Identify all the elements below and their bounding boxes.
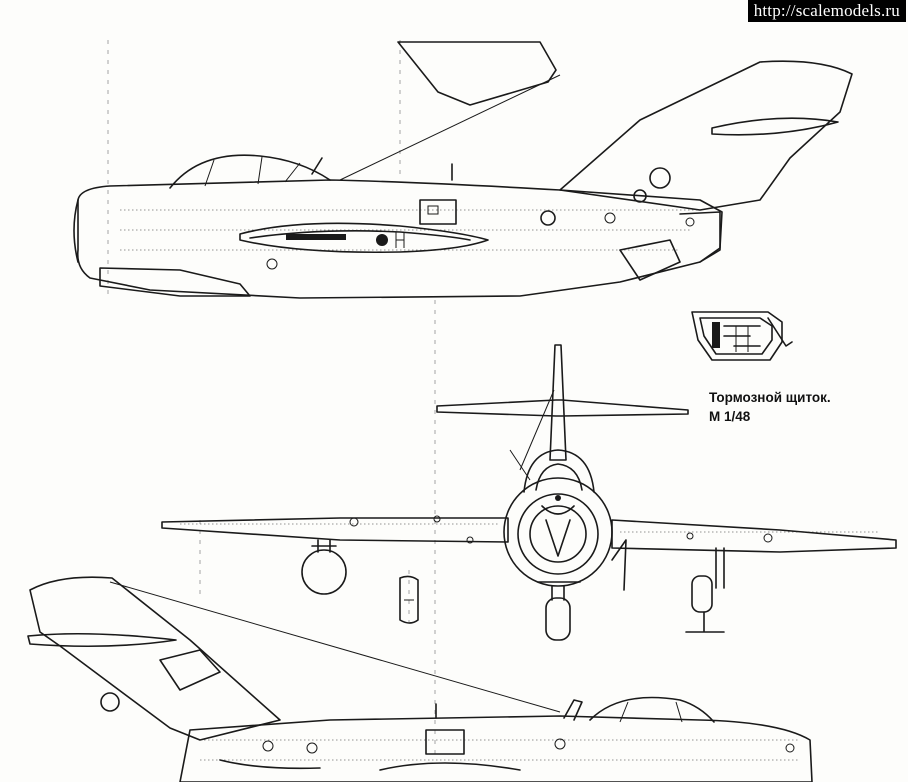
- canopy-bottom: [589, 696, 715, 723]
- front-wing-left: [161, 517, 509, 543]
- tail-fin-top: [559, 60, 853, 211]
- front-main-gear-right: [715, 547, 725, 589]
- caption-title: Тормозной щиток.: [709, 390, 831, 405]
- wing-root-fairing: [239, 222, 489, 254]
- stabilizer-top: [711, 117, 839, 136]
- front-canopy: [523, 449, 595, 493]
- front-wing-right: [611, 519, 897, 553]
- stabilizer-bottom: [27, 632, 177, 648]
- antenna-wire-bottom: [109, 581, 561, 713]
- front-intake: [517, 493, 599, 575]
- nose-intake-top: [73, 199, 79, 263]
- air-brake-caption: Тормозной щиток. М 1/48: [709, 388, 831, 426]
- construction-guides: [107, 40, 436, 760]
- gun-pack-top: [99, 267, 251, 297]
- antenna-wire-top: [339, 74, 561, 181]
- air-brake-detail: [691, 311, 793, 361]
- fuselage-bottom: [179, 715, 813, 782]
- front-nose-gear: [551, 585, 565, 601]
- watermark-url: http://scalemodels.ru: [747, 0, 906, 22]
- side-view-bottom: [27, 576, 813, 782]
- front-view: [161, 344, 897, 641]
- front-fin: [549, 344, 567, 461]
- side-view-top: [73, 41, 853, 299]
- canopy-top: [169, 154, 331, 189]
- tail-fin-bottom: [29, 576, 281, 741]
- pylon-detail: [399, 570, 419, 630]
- fuselage-top: [76, 179, 723, 299]
- front-drop-tank-left: [301, 549, 347, 595]
- front-stabilizer: [436, 399, 689, 417]
- front-fuselage: [503, 477, 613, 587]
- detached-panel: [397, 41, 557, 106]
- caption-scale: М 1/48: [709, 409, 751, 424]
